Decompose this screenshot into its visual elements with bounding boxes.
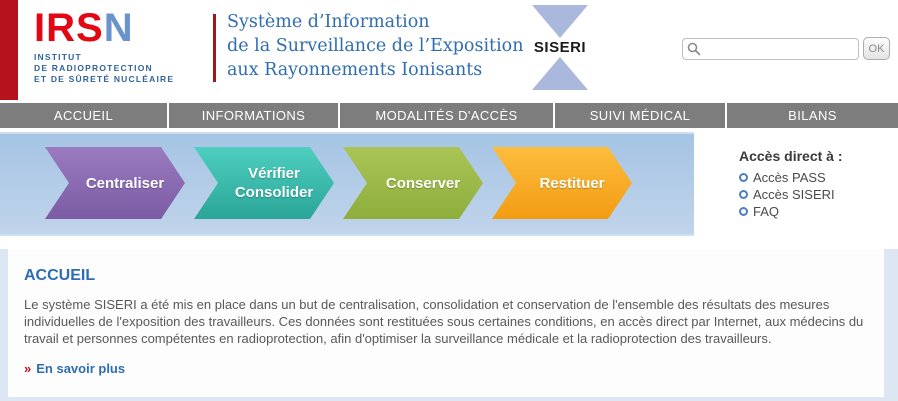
- quick-access-link-label: Accès PASS: [753, 170, 826, 185]
- search-area: OK: [682, 37, 890, 60]
- siseri-logo: SISERI: [528, 5, 592, 90]
- step-label: Conserver: [385, 174, 461, 192]
- read-more-link[interactable]: » En savoir plus: [24, 361, 868, 376]
- bullet-ring-icon: [739, 190, 748, 199]
- step-centraliser: Centraliser: [45, 147, 185, 219]
- irsn-logo-subtitle: INSTITUT DE RADIOPROTECTION ET DE SÛRETÉ…: [34, 52, 174, 85]
- search-icon: [687, 42, 701, 55]
- step-label: Restituer: [539, 174, 605, 192]
- step-label: Centraliser: [85, 174, 165, 192]
- page-title: ACCUEIL: [24, 267, 96, 284]
- read-more-label: En savoir plus: [36, 361, 126, 376]
- irsn-subtitle-line: DE RADIOPROTECTION: [34, 63, 153, 73]
- step-label: Vérifier: [248, 165, 300, 182]
- nav-item-suivi-medical[interactable]: SUIVI MÉDICAL: [555, 103, 727, 128]
- irsn-logo-red-letters: IRS: [34, 6, 104, 50]
- irsn-subtitle-line: INSTITUT: [34, 52, 82, 62]
- siseri-triangle-up: [532, 57, 588, 90]
- double-chevron-icon: »: [24, 361, 32, 376]
- intro-paragraph: Le système SISERI a été mis en place dan…: [24, 297, 864, 346]
- site-title: Système d’Information de la Surveillance…: [227, 10, 523, 82]
- site-title-line: Système d’Information: [227, 12, 430, 32]
- quick-access-title: Accès direct à :: [739, 148, 843, 164]
- main-content-box: ACCUEIL Le système SISERI a été mis en p…: [8, 249, 884, 397]
- header: IRSN INSTITUT DE RADIOPROTECTION ET DE S…: [0, 0, 898, 100]
- main-nav: ACCUEIL INFORMATIONS MODALITÉS D'ACCÈS S…: [0, 103, 898, 128]
- process-steps: Centraliser Vérifier Consolider Conserve…: [45, 147, 632, 219]
- step-conserver: Conserver: [343, 147, 483, 219]
- search-field-wrap: [682, 37, 859, 60]
- bullet-ring-icon: [739, 173, 748, 182]
- bullet-ring-icon: [739, 207, 748, 216]
- siseri-logo-text: SISERI: [533, 39, 587, 56]
- irsn-logo-word: IRSN: [34, 8, 174, 48]
- quick-access-link-pass[interactable]: Accès PASS: [739, 169, 843, 186]
- main-content-wrapper: ACCUEIL Le système SISERI a été mis en p…: [0, 249, 898, 401]
- irsn-logo: IRSN INSTITUT DE RADIOPROTECTION ET DE S…: [34, 8, 174, 85]
- irsn-subtitle-line: ET DE SÛRETÉ NUCLÉAIRE: [34, 74, 175, 84]
- step-label: Consolider: [234, 184, 314, 201]
- quick-access-link-faq[interactable]: FAQ: [739, 203, 843, 220]
- search-input[interactable]: [682, 37, 859, 60]
- nav-item-accueil[interactable]: ACCUEIL: [0, 103, 169, 128]
- nav-item-bilans[interactable]: BILANS: [788, 108, 837, 123]
- search-ok-button[interactable]: OK: [863, 37, 890, 60]
- nav-item-informations[interactable]: INFORMATIONS: [169, 103, 340, 128]
- quick-access-link-label: Accès SISERI: [753, 187, 835, 202]
- quick-access-link-siseri[interactable]: Accès SISERI: [739, 186, 843, 203]
- siseri-triangle-down: [532, 5, 588, 38]
- left-red-bar: [0, 0, 18, 100]
- step-verifier-consolider: Vérifier Consolider: [194, 147, 334, 219]
- nav-item-modalites-dacces[interactable]: MODALITÉS D'ACCÈS: [340, 103, 555, 128]
- step-restituer: Restituer: [492, 147, 632, 219]
- banner: Centraliser Vérifier Consolider Conserve…: [0, 132, 898, 236]
- site-title-line: aux Rayonnements Ionisants: [227, 60, 483, 80]
- quick-access-panel: Accès direct à : Accès PASS Accès SISERI…: [739, 148, 843, 220]
- irsn-logo-blue-letter: N: [103, 6, 134, 50]
- quick-access-link-label: FAQ: [753, 204, 780, 219]
- title-divider: [213, 14, 216, 82]
- site-title-line: de la Surveillance de l’Exposition: [227, 36, 524, 56]
